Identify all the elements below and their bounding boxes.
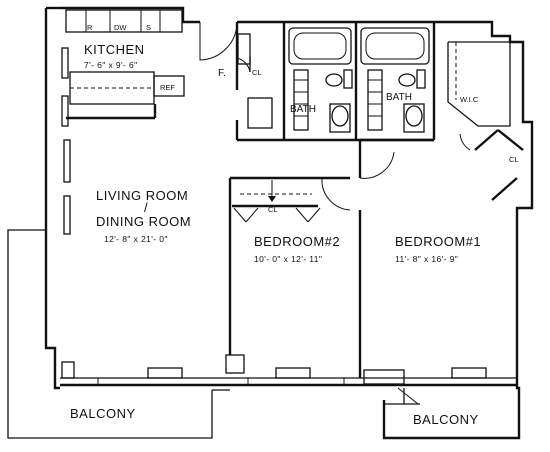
bedroom1-name: BEDROOM#1 [395,234,481,249]
bathrooms [282,22,436,142]
dishwasher-label: DW [114,23,127,32]
kitchen-name: KITCHEN [84,42,145,57]
balcony-left-name: BALCONY [70,406,136,421]
foyer-closet-label: CL [252,68,262,77]
dining-room-name: DINING ROOM [96,214,191,229]
living-room-separator: / [144,200,148,215]
sink-label: S [146,23,151,32]
interior-walls [225,129,524,378]
foyer-label: F. [218,68,226,79]
bath-a-label: BATH [290,104,316,115]
foyer-area [199,21,284,142]
walk-in-closet [447,41,511,151]
bath-b-label: BATH [386,92,412,103]
fridge-label: R [87,23,93,32]
kitchen-dims: 7'- 6" x 9'- 6" [84,60,138,70]
bedroom2-closet-label: CL [268,205,278,214]
bedroom1-dims: 11'- 8" x 16'- 9" [395,254,458,264]
balcony-right-name: BALCONY [413,412,479,427]
living-room-name: LIVING ROOM [96,188,188,203]
bedroom2-name: BEDROOM#2 [254,234,340,249]
refrigerator-niche-label: REF [160,83,175,92]
bedroom2-closet [232,177,351,223]
bedroom2-dims: 10'- 0" x 12'- 11" [254,254,322,264]
left-windows [61,47,71,235]
bottom-windows [61,361,487,385]
living-room-dims: 12'- 8" x 21'- 0" [104,234,168,244]
bedroom1-closet-label: CL [509,155,519,164]
balconies [7,229,420,439]
kitchen-area [65,9,185,120]
walk-in-closet-label: W.I.C [460,95,479,104]
